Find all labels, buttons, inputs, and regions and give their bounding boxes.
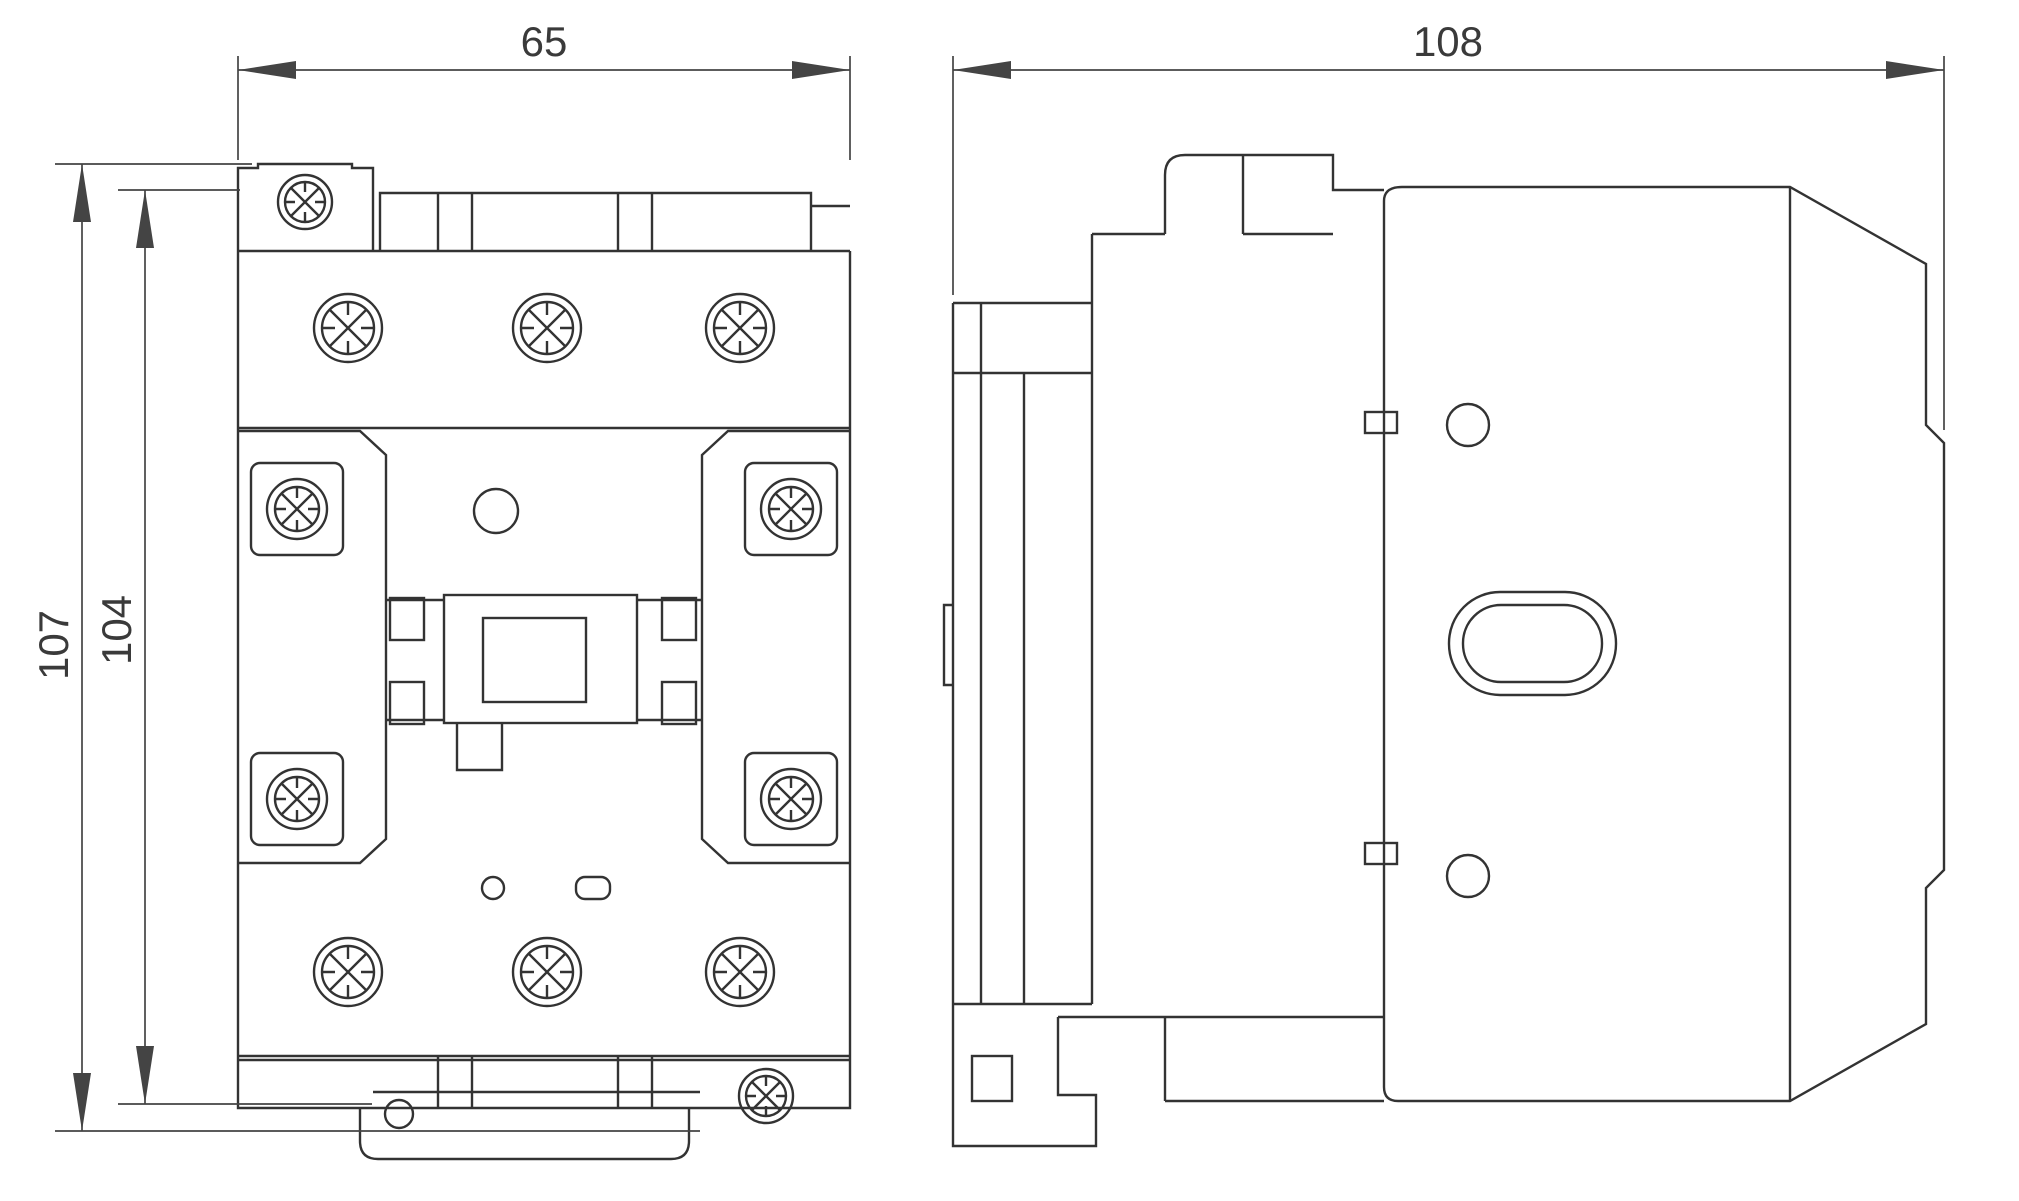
bottom-screw-icon: [737, 1067, 795, 1125]
small-slot: [574, 875, 612, 901]
armature-outer: [442, 593, 639, 725]
arrowhead-right-icon: [792, 61, 850, 79]
extension-lines: [118, 189, 372, 1105]
dim-label-overall-height: 107: [30, 610, 77, 680]
side-hole: [1445, 853, 1491, 899]
arrowhead-up-icon: [73, 164, 91, 222]
coil-screw-icon: [759, 477, 823, 541]
dim-label-front-width: 65: [521, 18, 568, 65]
dim-label-side-depth: 108: [1413, 18, 1483, 65]
terminal-pad: [249, 461, 345, 557]
front-body-outline: [236, 162, 852, 1110]
bottom-mounting-plate: [358, 1108, 691, 1161]
contact-pad: [388, 680, 426, 726]
armature-foot: [455, 723, 504, 772]
arrowhead-left-icon: [238, 61, 296, 79]
coil-screw-icon: [265, 477, 329, 541]
contact-pad: [660, 596, 698, 642]
stadium-slot-inner: [1461, 603, 1604, 684]
side-rear-section: [942, 153, 1384, 1148]
extension-lines: [237, 56, 851, 160]
front-view: [236, 162, 852, 1161]
arrowhead-left-icon: [953, 61, 1011, 79]
arrowhead-right-icon: [1886, 61, 1944, 79]
ear-screw-icon: [276, 173, 334, 231]
side-front-module: [1382, 185, 1946, 1103]
terminal-pad: [743, 751, 839, 847]
mounting-hole: [383, 1098, 415, 1130]
side-hole: [1445, 402, 1491, 448]
extension-lines: [952, 56, 1945, 430]
coil-screw-icon: [759, 767, 823, 831]
small-hole: [480, 875, 506, 901]
din-clip-notch: [970, 1054, 1014, 1103]
dim-side-depth: 108: [952, 18, 1945, 430]
arrowhead-up-icon: [136, 190, 154, 248]
terminal-pad: [249, 751, 345, 847]
dim-label-body-height: 104: [93, 595, 140, 665]
coil-screw-icon: [265, 767, 329, 831]
contact-pad: [388, 596, 426, 642]
arrowhead-down-icon: [136, 1046, 154, 1104]
dimensions: 65 108 107 104: [30, 18, 1945, 1132]
front-terminal-blocks: [238, 429, 850, 865]
terminal-screw-icon: [312, 936, 384, 1008]
contact-pad: [660, 680, 698, 726]
terminal-pad: [743, 461, 839, 557]
terminal-screw-icon: [312, 292, 384, 364]
dim-front-width: 65: [237, 18, 851, 160]
center-hole: [472, 487, 520, 535]
terminal-screw-icon: [511, 936, 583, 1008]
terminal-screw-icon: [511, 292, 583, 364]
extension-lines: [55, 163, 700, 1132]
armature-inner: [481, 616, 588, 704]
side-view: [942, 153, 1946, 1148]
armature-rails: [386, 598, 702, 722]
terminal-screw-icon: [704, 936, 776, 1008]
dim-overall-height: 107: [30, 163, 700, 1132]
side-tab: [1363, 841, 1399, 866]
terminal-screw-icon: [704, 292, 776, 364]
stadium-slot-outer: [1447, 590, 1618, 697]
arrowhead-down-icon: [73, 1073, 91, 1131]
dim-body-height: 104: [93, 189, 372, 1105]
side-tab: [1363, 410, 1399, 435]
